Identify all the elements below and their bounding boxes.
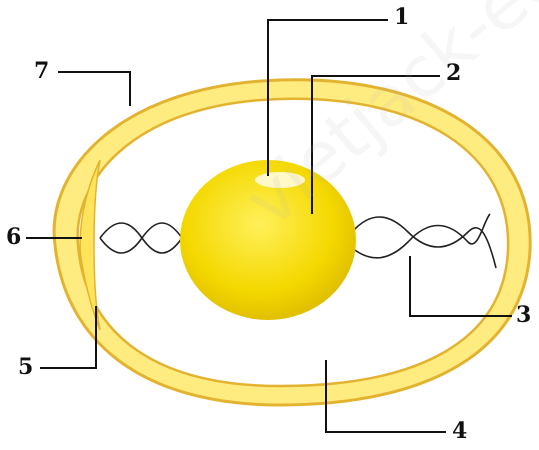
- leader-4: [325, 360, 446, 433]
- label-3: 3: [516, 302, 532, 328]
- label-1: 1: [394, 4, 410, 30]
- leader-5: [40, 306, 97, 369]
- label-7: 7: [34, 58, 50, 84]
- label-4: 4: [452, 418, 468, 444]
- leader-7: [58, 71, 131, 106]
- chalaza-right-2: [351, 213, 491, 259]
- label-6: 6: [6, 224, 22, 250]
- leader-1: [267, 19, 388, 176]
- air-sac: [79, 159, 101, 331]
- label-2: 2: [446, 60, 462, 86]
- label-5: 5: [18, 354, 34, 380]
- leader-2: [311, 75, 440, 214]
- chalaza-left-2: [99, 222, 183, 254]
- leader-lines: [26, 19, 512, 433]
- leader-3: [409, 256, 512, 317]
